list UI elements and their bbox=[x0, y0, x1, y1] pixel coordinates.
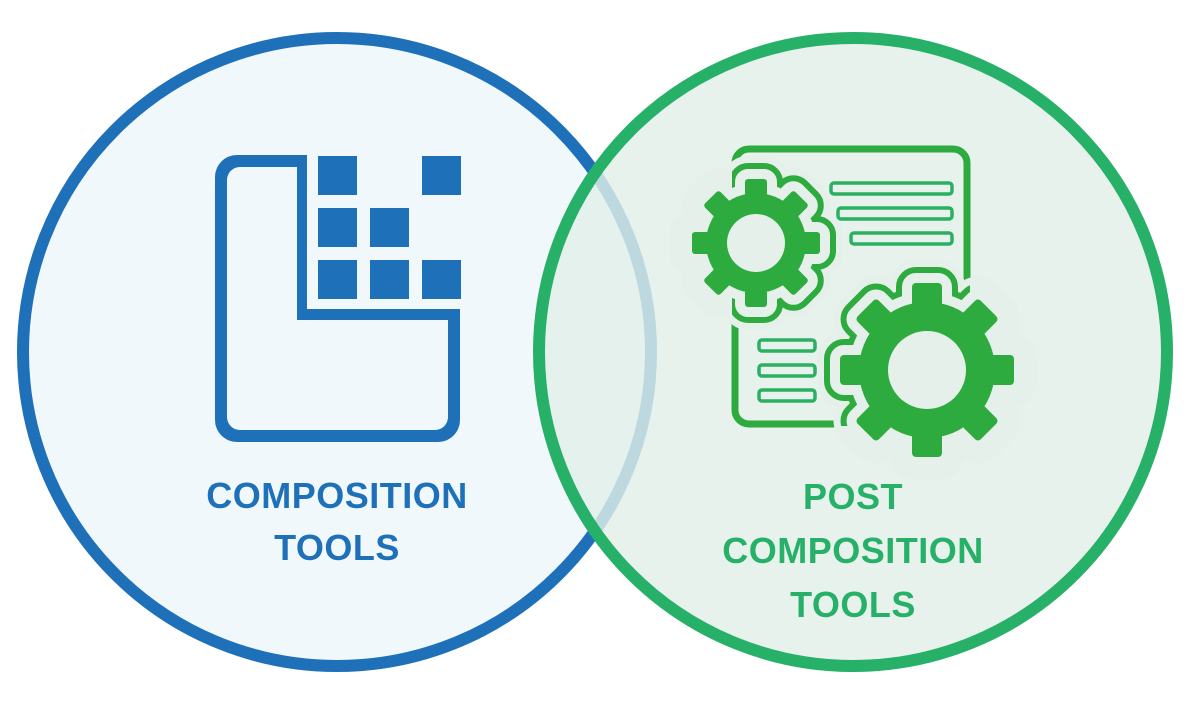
label-line: TOOLS bbox=[790, 584, 916, 625]
label-line: POST bbox=[802, 476, 903, 517]
document-gears-icon bbox=[692, 145, 1014, 457]
grid-pixel-icon bbox=[215, 155, 461, 442]
document-lines bbox=[757, 181, 954, 403]
large-gear-icon bbox=[840, 283, 1014, 457]
small-gear-icon bbox=[692, 179, 820, 307]
label-line: COMPOSITION bbox=[206, 475, 468, 516]
label-line: COMPOSITION bbox=[722, 530, 984, 571]
post-composition-tools-label: POST COMPOSITION TOOLS bbox=[653, 470, 1053, 632]
composition-tools-label: COMPOSITION TOOLS bbox=[137, 470, 537, 574]
label-line: TOOLS bbox=[274, 527, 400, 568]
